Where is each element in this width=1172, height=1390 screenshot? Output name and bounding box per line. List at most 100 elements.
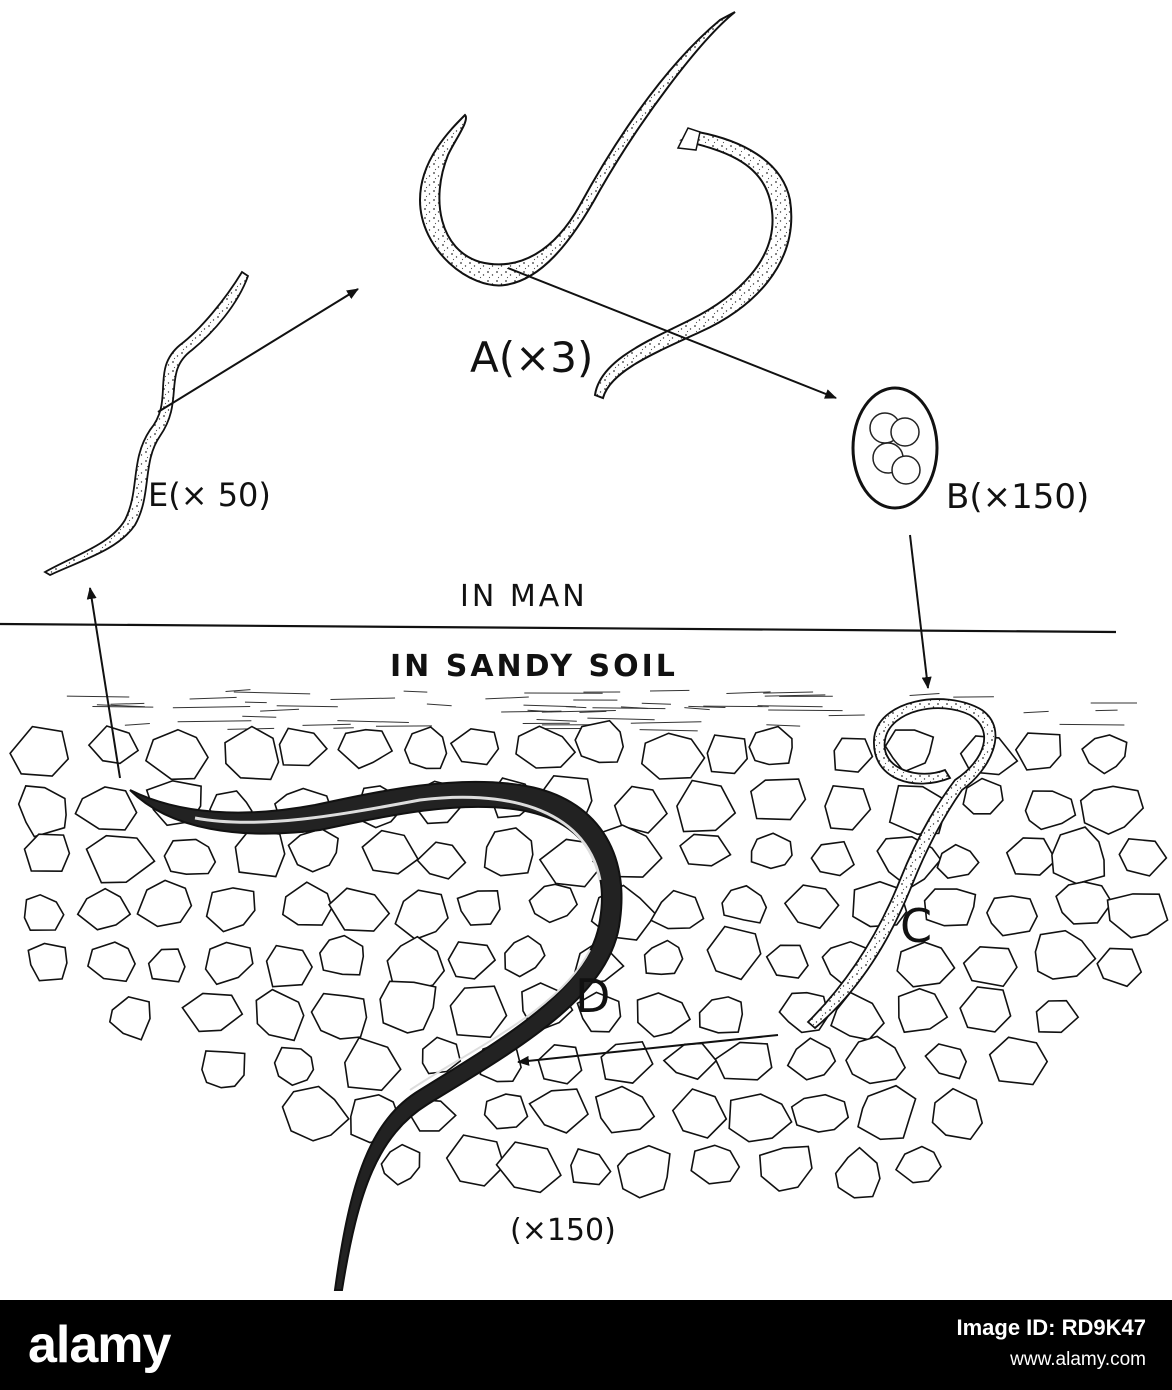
soil-cell [986,895,1039,937]
soil-cell [783,884,840,930]
soil-cell [224,725,280,781]
soil-cell [9,725,70,777]
arrow-c-to-d [517,1034,779,1066]
soil-cell [483,1093,529,1130]
label-e: E(× 50) [148,476,271,514]
soil-cell [923,888,977,927]
soil-cell [281,1085,350,1142]
soil-surface-stroke [501,710,562,713]
soil-cell [1034,929,1097,980]
soil-surface-stroke [909,692,940,696]
soil-surface-stroke [649,689,690,692]
diagram-canvas: A(×3) B(×150) C D E(× 50) (×150) IN MAN … [0,11,1169,1291]
soil-cell [679,833,732,867]
arrow-d-to-e [86,587,121,779]
soil-surface-stroke [592,707,666,710]
arrow-a-to-b [507,267,837,399]
soil-cell [613,785,669,834]
soil-cell [1079,785,1145,835]
soil-cell [1118,837,1168,877]
soil-cell [649,889,705,930]
soil-surface-stroke [189,696,237,700]
soil-surface-stroke [403,690,428,693]
soil-cell [74,786,138,831]
soil-surface-stroke [726,691,771,694]
soil-cell [576,991,622,1033]
soil-cells [9,689,1169,1199]
soil-surface-stroke [1059,723,1125,726]
soil-cell [537,1043,583,1085]
soil-surface-stroke [1023,710,1049,714]
soil-surface-stroke [337,720,409,724]
soil-cell [108,996,151,1041]
adult-worm-left [418,11,736,287]
soil-cell [931,1087,984,1141]
brand-url: www.alamy.com [1010,1349,1146,1370]
soil-cell [201,1050,246,1089]
label-c: C [900,899,932,953]
label-d: D [575,969,610,1023]
soil-cell [857,1084,917,1141]
soil-cell [528,1088,589,1134]
soil-cell [750,778,807,821]
soil-cell [449,985,508,1039]
larva-e [43,270,250,577]
soil-cell [445,1134,506,1187]
soil-surface-stroke [641,702,671,705]
soil-cell [27,942,68,982]
soil-cell [318,934,365,976]
soil-cell [988,1036,1049,1086]
soil-surface-stroke [766,724,801,727]
soil-cell [962,945,1018,988]
soil-cell [1096,947,1143,988]
soil-cell [714,1041,773,1081]
soil-cell [833,737,874,773]
soil-cell [643,939,684,976]
soil-cell [706,925,762,981]
soil-surface-stroke [96,704,145,708]
soil-cell [1035,999,1080,1034]
soil-cell [255,988,305,1042]
soil-surface-stroke [587,717,655,721]
bursa-mark [676,127,701,151]
adult-worm-right [593,130,793,400]
divider-line [0,622,1117,634]
soil-cell [136,879,193,928]
soil-cell [343,1036,402,1092]
soil-cell [662,1042,718,1081]
soil-surface-stroke [763,691,814,694]
soil-cell [616,1144,671,1199]
brand-info: Image ID: RD9K47 www.alamy.com [956,1312,1146,1376]
soil-cell [640,732,706,780]
soil-surface-stroke [110,702,145,705]
soil-cell [515,725,577,769]
soil-cell [278,727,329,767]
soil-cell [824,784,872,831]
soil-cell [76,887,132,931]
soil-cell [361,829,420,875]
soil-cell [706,734,749,775]
soil-cell [1024,790,1077,831]
soil-cell [924,1043,968,1080]
label-scale: (×150) [510,1213,616,1248]
soil-surface-stroke [66,695,130,698]
soil-surface-stroke [485,696,529,700]
soil-surface-stroke [764,694,826,697]
soil-cell [449,727,500,766]
soil-surface-stroke [330,697,396,700]
soil-surface-stroke [426,703,452,707]
egg-b [851,386,939,510]
soil-cell [671,1088,728,1139]
soil-cell [1106,893,1169,939]
soil-surface-stroke [579,710,607,713]
soil-surface-stroke [688,705,726,709]
soil-cell [721,884,768,924]
arrow-b-to-c [909,534,932,689]
soil-cell [495,1141,562,1194]
soil-cell [594,1085,656,1134]
brand-logo: alamy [28,1316,171,1374]
soil-cell [181,992,244,1033]
soil-surface-stroke [225,689,251,692]
soil-cell [380,1143,421,1186]
soil-cell [728,1093,793,1143]
